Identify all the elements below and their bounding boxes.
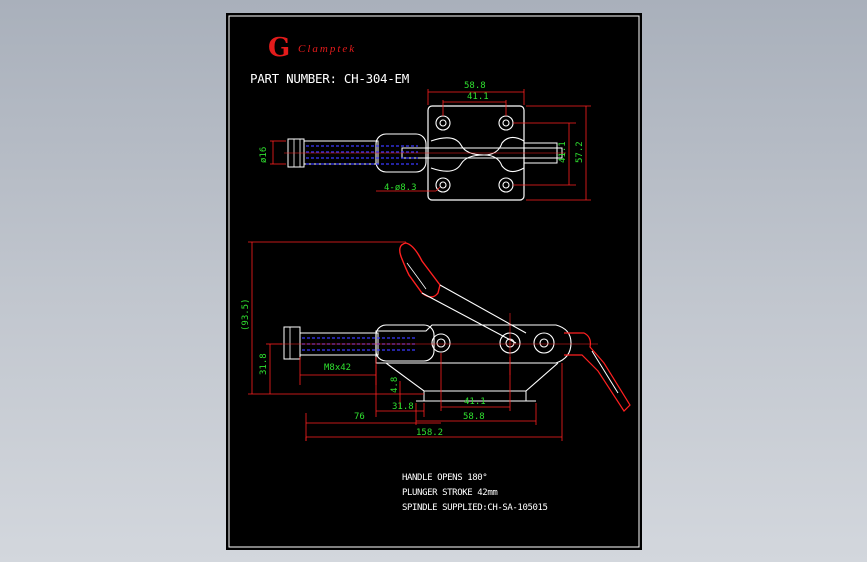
- note-spindle-supplied: SPINDLE SUPPLIED:CH-SA-105015: [402, 503, 548, 513]
- dim-side-overall-length: 158.2: [416, 428, 443, 438]
- dim-side-rod-extension: 76: [354, 412, 365, 422]
- side-handle: [399, 242, 441, 298]
- dim-side-base-width: 58.8: [463, 412, 485, 422]
- note-handle-opens: HANDLE OPENS 180°: [402, 473, 488, 483]
- dim-side-base-to-hole: 31.8: [392, 402, 414, 412]
- dim-top-hole-spacing-v: 41.1: [558, 141, 568, 163]
- side-view: [248, 241, 631, 441]
- note-plunger-stroke: PLUNGER STROKE 42mm: [402, 488, 498, 498]
- side-spindle: [564, 332, 631, 412]
- side-base: [385, 362, 559, 392]
- dim-top-overall-width: 58.8: [464, 81, 486, 91]
- dim-top-base-height: 57.2: [575, 141, 585, 163]
- dim-side-base-offset: 4.8: [390, 377, 400, 393]
- drawing-sheet: 58.8 41.1 57.2 41.1 ø16 4-ø8.3 (93.5) 31…: [226, 13, 642, 550]
- side-handle-grip: [375, 324, 435, 362]
- dim-side-thread: M8x42: [324, 363, 351, 373]
- top-body: [430, 136, 525, 156]
- side-body: [375, 324, 572, 364]
- top-view: [270, 89, 591, 201]
- dim-side-rod-height: 31.8: [259, 353, 269, 375]
- sheet-border: [228, 15, 640, 548]
- dim-top-rod-diameter: ø16: [259, 147, 269, 163]
- brand-logo-mark: G: [268, 33, 291, 63]
- dim-top-holes: 4-ø8.3: [384, 183, 417, 193]
- drawing-canvas: 58.8 41.1 57.2 41.1 ø16 4-ø8.3 (93.5) 31…: [228, 15, 640, 548]
- part-number: PART NUMBER: CH-304-EM: [250, 71, 409, 86]
- dim-top-hole-spacing: 41.1: [467, 92, 489, 102]
- dim-side-overall-height: (93.5): [241, 298, 251, 331]
- dim-side-hole-spacing: 41.1: [464, 397, 486, 407]
- brand-logo-text: Clamptek: [298, 43, 357, 55]
